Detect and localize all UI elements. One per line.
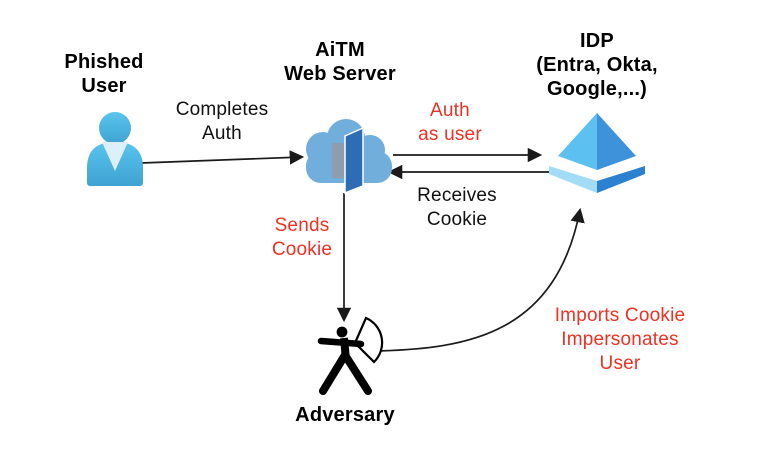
arrow-completes-auth bbox=[140, 150, 305, 165]
archer-head bbox=[336, 326, 348, 338]
phished-user-icon bbox=[87, 112, 143, 186]
auth-as-user-label: Auth as user bbox=[418, 100, 482, 145]
idp-pyramid-icon bbox=[549, 113, 645, 193]
bow-icon bbox=[353, 316, 384, 364]
adversary-archer-icon bbox=[317, 316, 384, 395]
sends-cookie-label: Sends Cookie bbox=[271, 215, 333, 260]
completes-auth-label: Completes Auth bbox=[175, 99, 269, 144]
open-door-icon bbox=[344, 126, 364, 195]
user-head bbox=[99, 112, 131, 144]
user-collar bbox=[102, 142, 128, 171]
arrow-imports-cookie bbox=[374, 207, 585, 352]
doorway-shape bbox=[332, 143, 345, 178]
idp-label: IDP (Entra, Okta, Google,...) bbox=[536, 30, 658, 100]
aitm-web-server-icon bbox=[306, 119, 392, 195]
imports-cookie-label: Imports Cookie Impersonates User bbox=[554, 305, 686, 374]
adversary-label: Adversary bbox=[295, 404, 395, 426]
phished-user-label: Phished User bbox=[64, 51, 144, 97]
receives-cookie-label: Receives Cookie bbox=[417, 185, 497, 230]
aitm-web-server-label: AiTM Web Server bbox=[284, 39, 396, 85]
